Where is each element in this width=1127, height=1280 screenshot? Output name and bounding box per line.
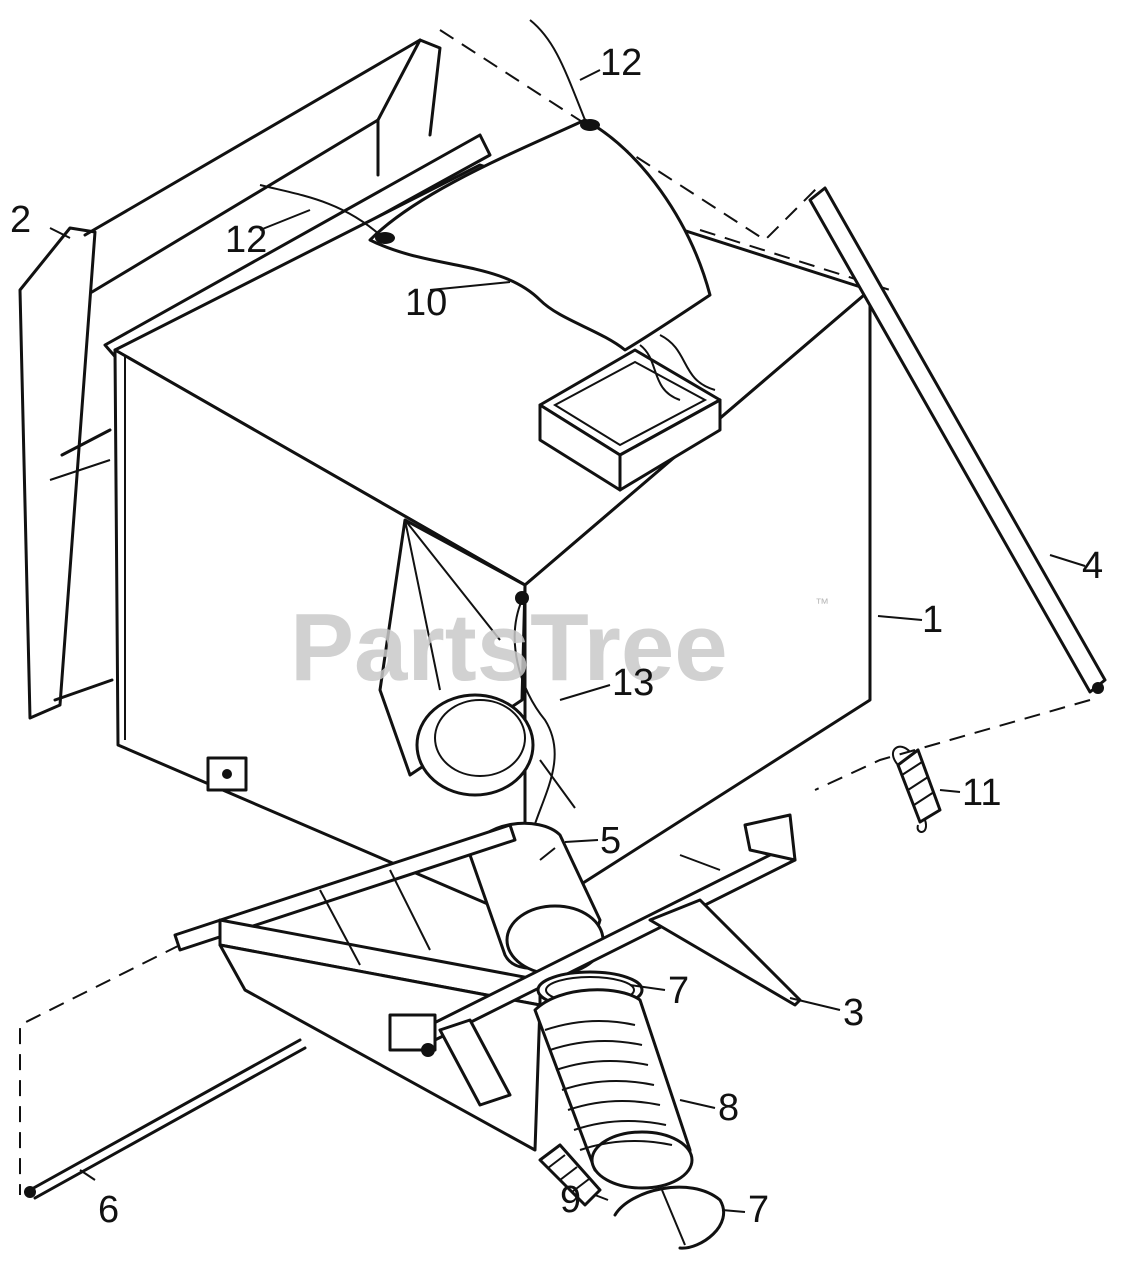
part-6-rod [24,1038,307,1200]
part-9-spring-pin [538,1143,602,1207]
callout-12-lower: 12 [225,219,267,261]
callout-4: 4 [1082,545,1103,587]
callout-5: 5 [600,820,621,862]
top-vent-opening [538,348,722,492]
callout-1: 1 [922,599,943,641]
part-12-ties [259,19,600,244]
callout-12-upper: 12 [600,42,642,84]
callout-7-lower: 7 [748,1189,769,1231]
callout-6: 6 [98,1189,119,1231]
part-11-spring [891,745,942,833]
part-4-bar [808,186,1107,694]
chute-collar [415,693,535,797]
part-8-flexible-hose [533,988,694,1190]
callout-10: 10 [405,282,447,324]
callout-8: 8 [718,1087,739,1129]
callout-3: 3 [843,992,864,1034]
callout-9: 9 [560,1179,581,1221]
box-mounting-tab [206,756,248,792]
watermark: PartsTree ™ [290,594,829,701]
lower-latch [438,1018,512,1107]
callout-2: 2 [10,199,31,241]
part-2-rear-frame [18,38,442,720]
watermark-text: PartsTree [290,594,728,701]
callout-labels: 1 2 3 4 5 6 7 7 8 9 10 11 12 12 13 [10,42,1103,1231]
callout-13: 13 [612,662,654,704]
part-13-rope [513,591,556,841]
callout-7-upper: 7 [668,970,689,1012]
part-7-clamp-lower [613,1185,726,1250]
leader-lines [49,69,1086,1213]
callout-11: 11 [962,772,1001,814]
part-10-cover [368,118,716,401]
watermark-trademark: ™ [815,595,829,611]
